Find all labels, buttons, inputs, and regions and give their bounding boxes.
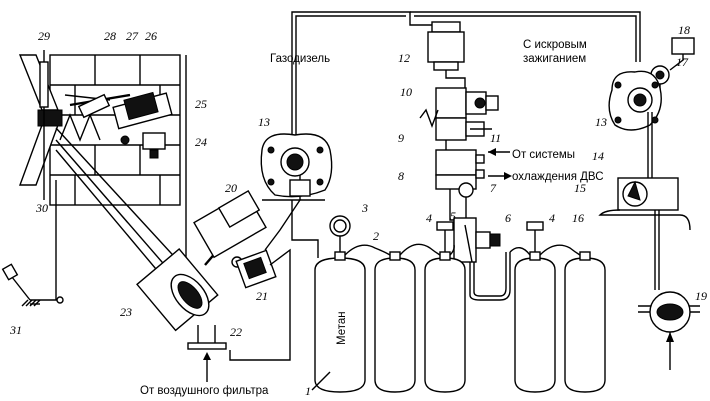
callout-4-a: 4 <box>426 211 432 225</box>
callout-7: 7 <box>490 181 497 195</box>
callout-29: 29 <box>38 29 50 43</box>
gas-reducer-left <box>260 133 333 201</box>
label-air-filter: От воздушного фильтра <box>140 385 269 397</box>
mixer <box>136 190 302 361</box>
solenoid-valve-block <box>419 87 499 141</box>
callout-10: 10 <box>400 85 412 99</box>
callout-22: 22 <box>230 325 242 339</box>
fan <box>18 50 63 200</box>
callout-24: 24 <box>195 135 207 149</box>
callout-30: 30 <box>35 201 48 215</box>
callout-14: 14 <box>592 149 604 163</box>
callout-5: 5 <box>450 209 456 223</box>
callout-26: 26 <box>145 29 157 43</box>
engine-block <box>49 54 187 300</box>
regulator-linkage <box>55 91 206 301</box>
label-cooling-2: охлаждения ДВС <box>512 171 604 183</box>
callout-11: 11 <box>490 131 501 145</box>
callout-28: 28 <box>104 29 116 43</box>
callout-16: 16 <box>572 211 584 225</box>
label-spark-1: С искровым <box>523 39 587 51</box>
callout-13-b: 13 <box>595 115 607 129</box>
label-methane: Метан <box>336 311 348 345</box>
callout-17: 17 <box>676 55 689 69</box>
label-cooling-1: От системы <box>512 149 575 161</box>
callout-6: 6 <box>505 211 511 225</box>
callout-21: 21 <box>256 289 268 303</box>
callout-13-a: 13 <box>258 115 270 129</box>
callout-15: 15 <box>574 181 586 195</box>
label-gasodiesel: Газодизель <box>270 53 330 65</box>
callout-18: 18 <box>678 23 690 37</box>
label-spark-2: зажиганием <box>523 53 586 65</box>
callout-12: 12 <box>398 51 410 65</box>
callout-2: 2 <box>373 229 379 243</box>
callout-31: 31 <box>9 323 22 337</box>
callout-9: 9 <box>398 131 404 145</box>
evaporator <box>435 140 512 190</box>
cylinders <box>314 221 606 393</box>
callout-20: 20 <box>225 181 237 195</box>
callout-8: 8 <box>398 169 404 183</box>
gas-filter <box>409 21 466 88</box>
callout-1: 1 <box>305 384 311 398</box>
pedal <box>1 263 64 307</box>
callout-23: 23 <box>120 305 132 319</box>
manifold <box>449 182 511 301</box>
gas-line-main <box>291 11 641 258</box>
callout-25: 25 <box>195 97 207 111</box>
callouts: 1 2 3 4 4 5 6 7 8 9 10 11 12 13 13 14 15… <box>9 23 707 398</box>
callout-27: 27 <box>126 29 139 43</box>
callout-4-b: 4 <box>549 211 555 225</box>
callout-3: 3 <box>361 201 368 215</box>
callout-19: 19 <box>695 289 707 303</box>
spark-ignition-side <box>598 37 700 370</box>
